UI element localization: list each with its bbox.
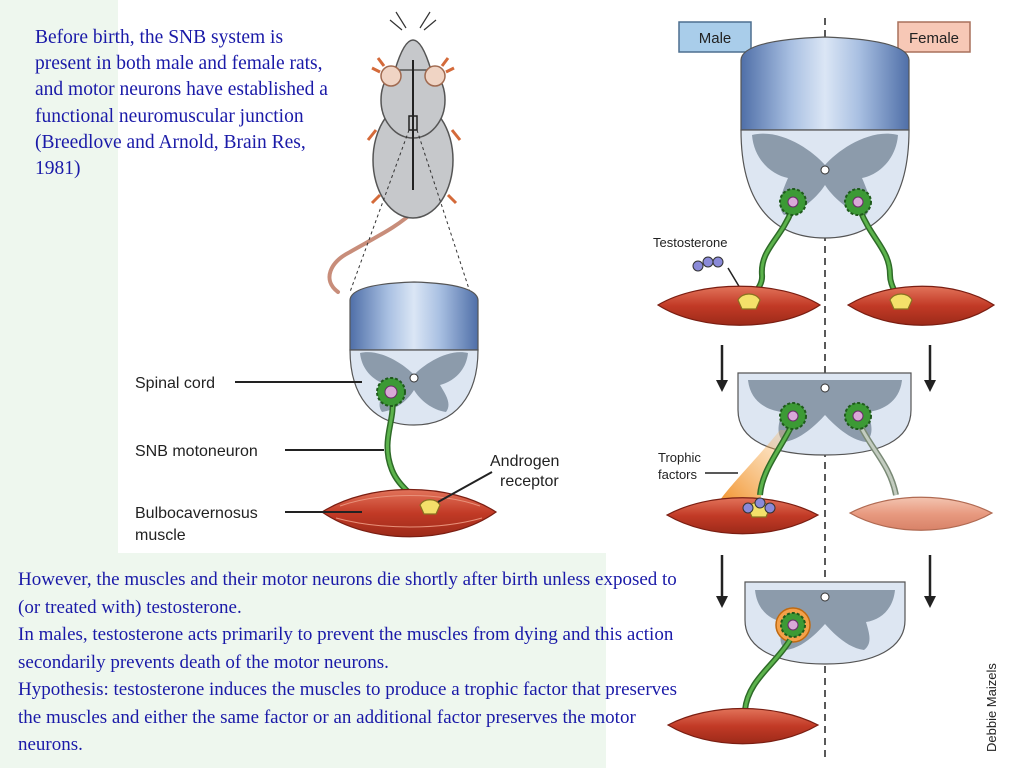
label-muscle: muscle (135, 527, 186, 544)
rat-illustration (327, 11, 462, 294)
female-label: Female (909, 30, 959, 47)
label-receptor: receptor (500, 473, 559, 490)
stage3-male-neuron (742, 607, 811, 711)
trophic-label-line2: factors (658, 467, 698, 482)
trophic-factor-gradient (720, 430, 790, 500)
arrow-female-stage2-to-3 (924, 555, 936, 608)
left-spinal-cord (349, 281, 479, 426)
intro-text: Before birth, the SNB system is present … (35, 27, 328, 180)
stage2-male-muscle (665, 497, 820, 535)
stage2-female-neuron-degenerating (844, 402, 899, 496)
label-snb-motoneuron: SNB motoneuron (135, 443, 258, 460)
male-label-box: Male (678, 21, 752, 53)
bottom-text: However, the muscles and their motor neu… (18, 566, 678, 759)
stage3-spinal-cord (744, 581, 906, 665)
female-label-box: Female (897, 21, 971, 53)
label-bulbocavernosus: Bulbocavernosus (135, 505, 258, 522)
stage2-female-muscle-atrophying (848, 496, 994, 531)
label-androgen: Androgen (490, 453, 559, 470)
stage3-male-muscle (666, 707, 820, 745)
label-spinal-cord: Spinal cord (135, 375, 215, 392)
left-figure-panel (118, 0, 606, 553)
stage2-male-neuron (757, 402, 807, 496)
testosterone-label: Testosterone (653, 235, 727, 250)
bottom-paragraph-2: In males, testosterone acts primarily to… (18, 624, 674, 673)
left-bulbocavernosus-muscle (320, 488, 498, 538)
stage2-spinal-cord (737, 372, 912, 456)
arrow-female-stage1-to-2 (924, 345, 936, 392)
arrow-male-stage1-to-2 (716, 345, 728, 392)
arrow-male-stage2-to-3 (716, 555, 728, 608)
bottom-paragraph-3: Hypothesis: testosterone induces the mus… (18, 679, 677, 755)
bottom-paragraph-1: However, the muscles and their motor neu… (18, 569, 677, 618)
stage1-spinal-cord (740, 36, 910, 239)
credit-text: Debbie Maizels (984, 663, 999, 752)
stage1-male-muscle (656, 285, 822, 326)
leader-androgen-receptor (437, 471, 493, 503)
testosterone-molecules (692, 256, 724, 272)
male-label: Male (699, 30, 732, 47)
stage1-female-muscle (846, 285, 996, 326)
trophic-label-line1: Trophic (658, 450, 701, 465)
